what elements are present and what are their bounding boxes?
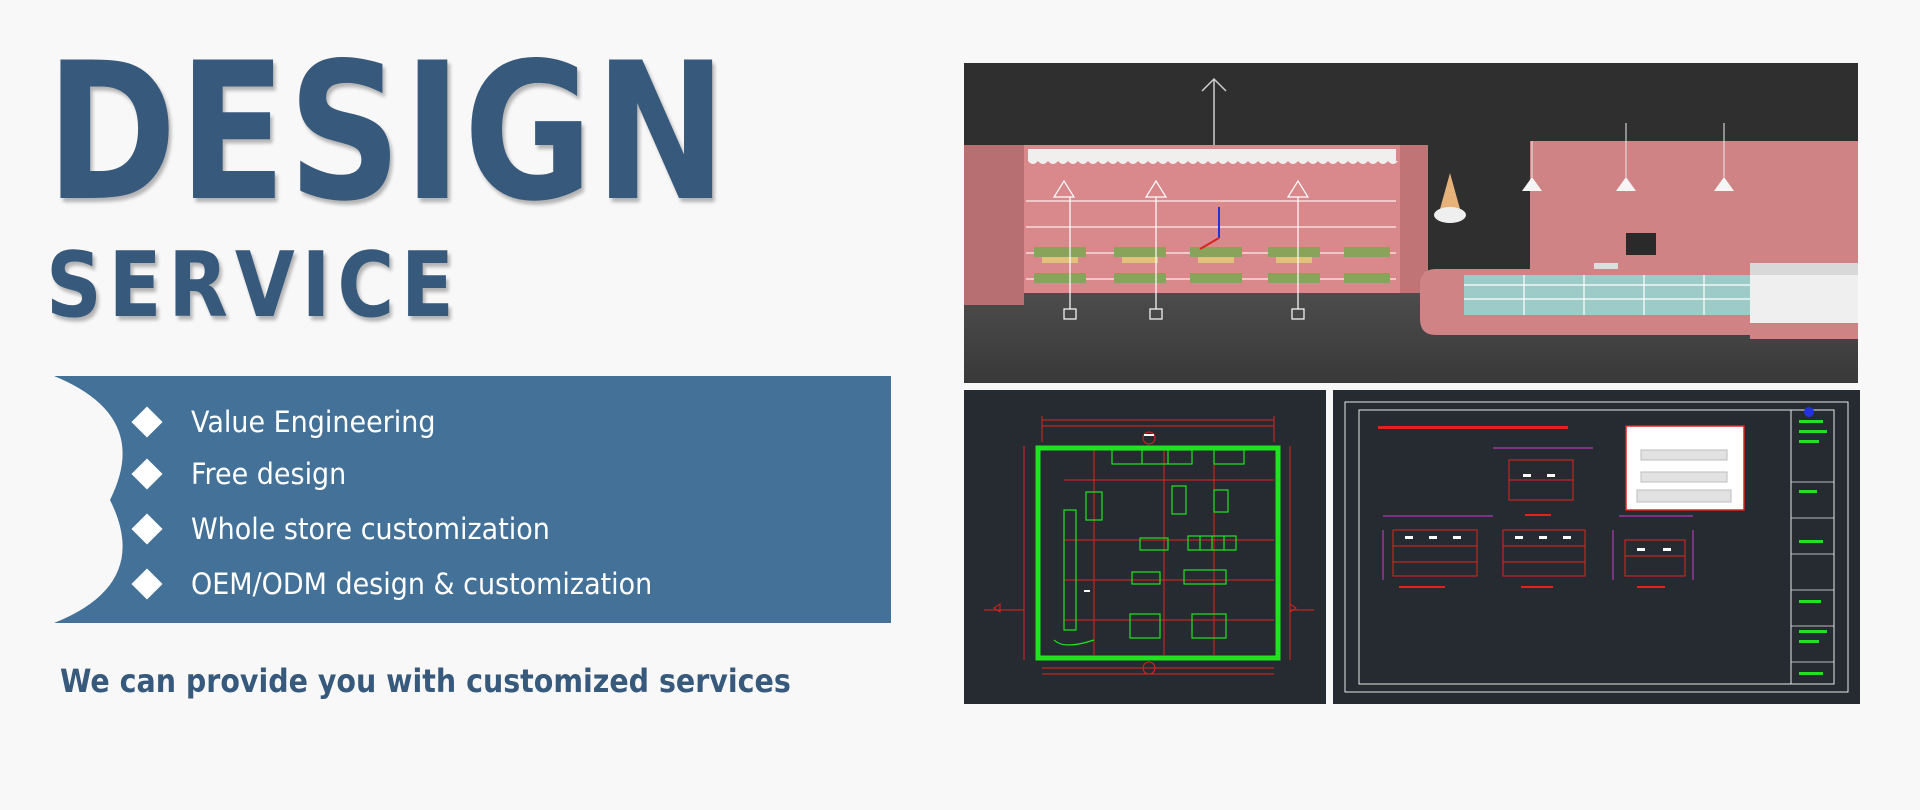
cad-shelf-drawing [1333, 390, 1860, 704]
diamond-bullet-icon [131, 406, 163, 438]
diamond-bullet-icon [131, 513, 163, 545]
feature-label: OEM/ODM design & customization [191, 567, 653, 601]
design-title: DESIGN [46, 22, 729, 243]
feature-item: Whole store customization [131, 509, 577, 549]
feature-label: Free design [191, 457, 347, 491]
feature-label: Value Engineering [191, 405, 436, 439]
feature-item: Value Engineering [131, 402, 454, 442]
tagline: We can provide you with customized servi… [60, 662, 791, 700]
features-banner [54, 376, 891, 623]
cad-floor-plan [964, 390, 1326, 704]
feature-label: Whole store customization [191, 512, 550, 546]
store-3d-render [964, 63, 1858, 383]
diamond-bullet-icon [131, 458, 163, 490]
service-subtitle: SERVICE [46, 233, 461, 338]
feature-item: OEM/ODM design & customization [131, 564, 687, 604]
feature-item: Free design [131, 454, 358, 494]
diamond-bullet-icon [131, 568, 163, 600]
